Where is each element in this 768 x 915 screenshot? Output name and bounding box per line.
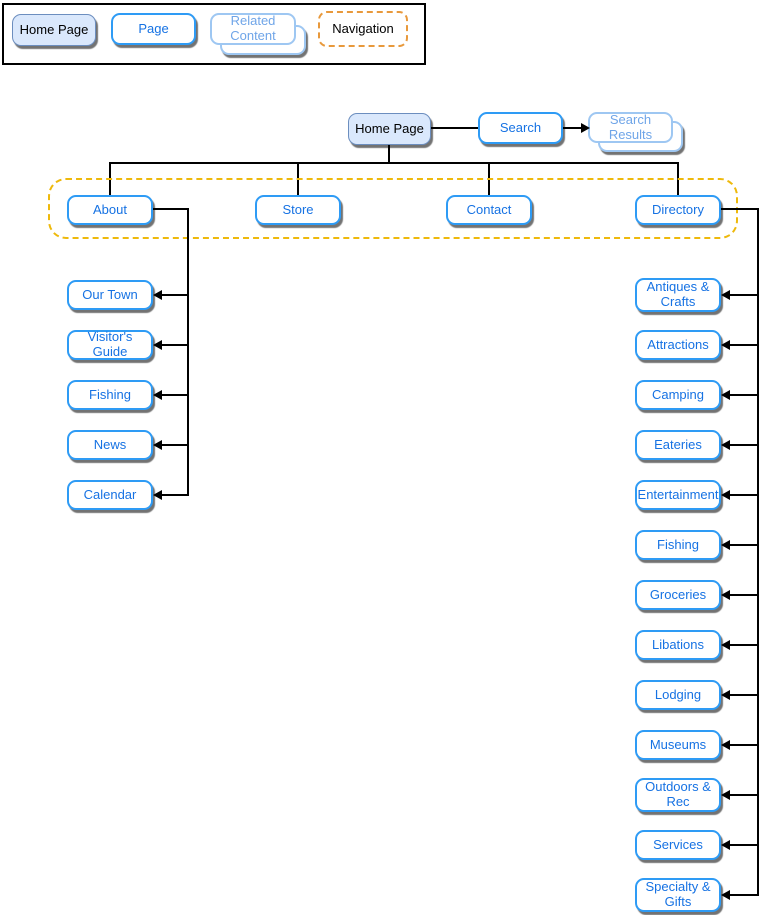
arrow-camping: [721, 390, 759, 400]
arrow-fishing-directory: [721, 540, 759, 550]
node-directory: Directory: [635, 195, 721, 225]
node-attractions-label: Attractions: [647, 336, 709, 352]
arrow-specialty-gifts: [721, 890, 759, 900]
node-libations: Libations: [635, 630, 721, 660]
node-antiques-crafts: Antiques & Crafts: [635, 278, 721, 312]
arrow-calendar: [153, 490, 189, 500]
node-specialty-gifts-label: Specialty & Gifts: [645, 879, 711, 909]
node-lodging: Lodging: [635, 680, 721, 710]
arrow-antiques-crafts: [721, 290, 759, 300]
node-news-label: News: [93, 436, 127, 452]
node-search-results: Search Results: [588, 112, 673, 143]
node-camping: Camping: [635, 380, 721, 410]
node-eateries: Eateries: [635, 430, 721, 460]
node-outdoors-rec: Outdoors & Rec: [635, 778, 721, 812]
arrow-visitors-guide: [153, 340, 189, 350]
node-entertainment-label: Entertainment: [637, 486, 719, 502]
node-about-label: About: [93, 201, 127, 217]
node-directory-label: Directory: [651, 201, 704, 217]
node-contact-label: Contact: [466, 201, 512, 217]
node-store-label: Store: [282, 201, 314, 217]
node-calendar-label: Calendar: [83, 486, 137, 502]
node-contact: Contact: [446, 195, 532, 225]
arrow-attractions: [721, 340, 759, 350]
arrow-entertainment: [721, 490, 759, 500]
node-fishing-about-label: Fishing: [89, 386, 131, 402]
node-outdoors-rec-label: Outdoors & Rec: [645, 779, 711, 809]
legend-navigation: Navigation: [318, 11, 408, 47]
arrow-libations: [721, 640, 759, 650]
node-visitors-guide-label: Visitor's Guide: [87, 329, 133, 359]
legend-navigation-label: Navigation: [332, 20, 394, 36]
arrow-our-town: [153, 290, 189, 300]
node-visitors-guide: Visitor's Guide: [67, 330, 153, 360]
node-lodging-label: Lodging: [654, 686, 702, 702]
node-groceries: Groceries: [635, 580, 721, 610]
node-fishing-directory-label: Fishing: [657, 536, 699, 552]
node-museums-label: Museums: [649, 736, 707, 752]
node-libations-label: Libations: [651, 636, 705, 652]
node-news: News: [67, 430, 153, 460]
legend-related-content-label: Related Content: [230, 13, 276, 43]
connector-directory-vertical: [757, 208, 759, 896]
node-camping-label: Camping: [651, 386, 705, 402]
arrow-outdoors-rec: [721, 790, 759, 800]
node-services-label: Services: [653, 836, 703, 852]
node-groceries-label: Groceries: [649, 586, 707, 602]
legend-home-page: Home Page: [12, 14, 96, 46]
node-our-town: Our Town: [67, 280, 153, 310]
legend-page-label: Page: [138, 20, 169, 36]
node-specialty-gifts: Specialty & Gifts: [635, 878, 721, 912]
connector-home-search: [431, 127, 478, 129]
connector-distribution: [109, 162, 679, 164]
legend-related-content: Related Content: [210, 13, 296, 45]
connector-about-vertical: [187, 208, 189, 496]
connector-directory-right: [721, 208, 759, 210]
node-search: Search: [478, 112, 563, 144]
legend-home-page-label: Home Page: [19, 21, 89, 37]
node-antiques-crafts-label: Antiques & Crafts: [646, 279, 710, 309]
arrow-services: [721, 840, 759, 850]
node-eateries-label: Eateries: [654, 436, 702, 452]
arrow-eateries: [721, 440, 759, 450]
node-museums: Museums: [635, 730, 721, 760]
arrow-lodging: [721, 690, 759, 700]
node-home-page-label: Home Page: [355, 120, 424, 136]
arrowhead-search-results: [581, 123, 590, 133]
node-calendar: Calendar: [67, 480, 153, 510]
node-about: About: [67, 195, 153, 225]
node-entertainment: Entertainment: [635, 480, 721, 510]
node-search-label: Search: [499, 119, 542, 135]
node-services: Services: [635, 830, 721, 860]
connector-home-down: [388, 145, 390, 163]
arrow-news: [153, 440, 189, 450]
arrow-museums: [721, 740, 759, 750]
legend-page: Page: [111, 13, 196, 45]
node-search-results-label: Search Results: [608, 111, 653, 142]
node-our-town-label: Our Town: [82, 286, 138, 302]
node-home-page: Home Page: [348, 113, 431, 145]
node-fishing-about: Fishing: [67, 380, 153, 410]
node-store: Store: [255, 195, 341, 225]
connector-about-right: [153, 208, 189, 210]
arrow-groceries: [721, 590, 759, 600]
connector-search-results: [563, 127, 583, 129]
node-attractions: Attractions: [635, 330, 721, 360]
node-fishing-directory: Fishing: [635, 530, 721, 560]
arrow-fishing-about: [153, 390, 189, 400]
